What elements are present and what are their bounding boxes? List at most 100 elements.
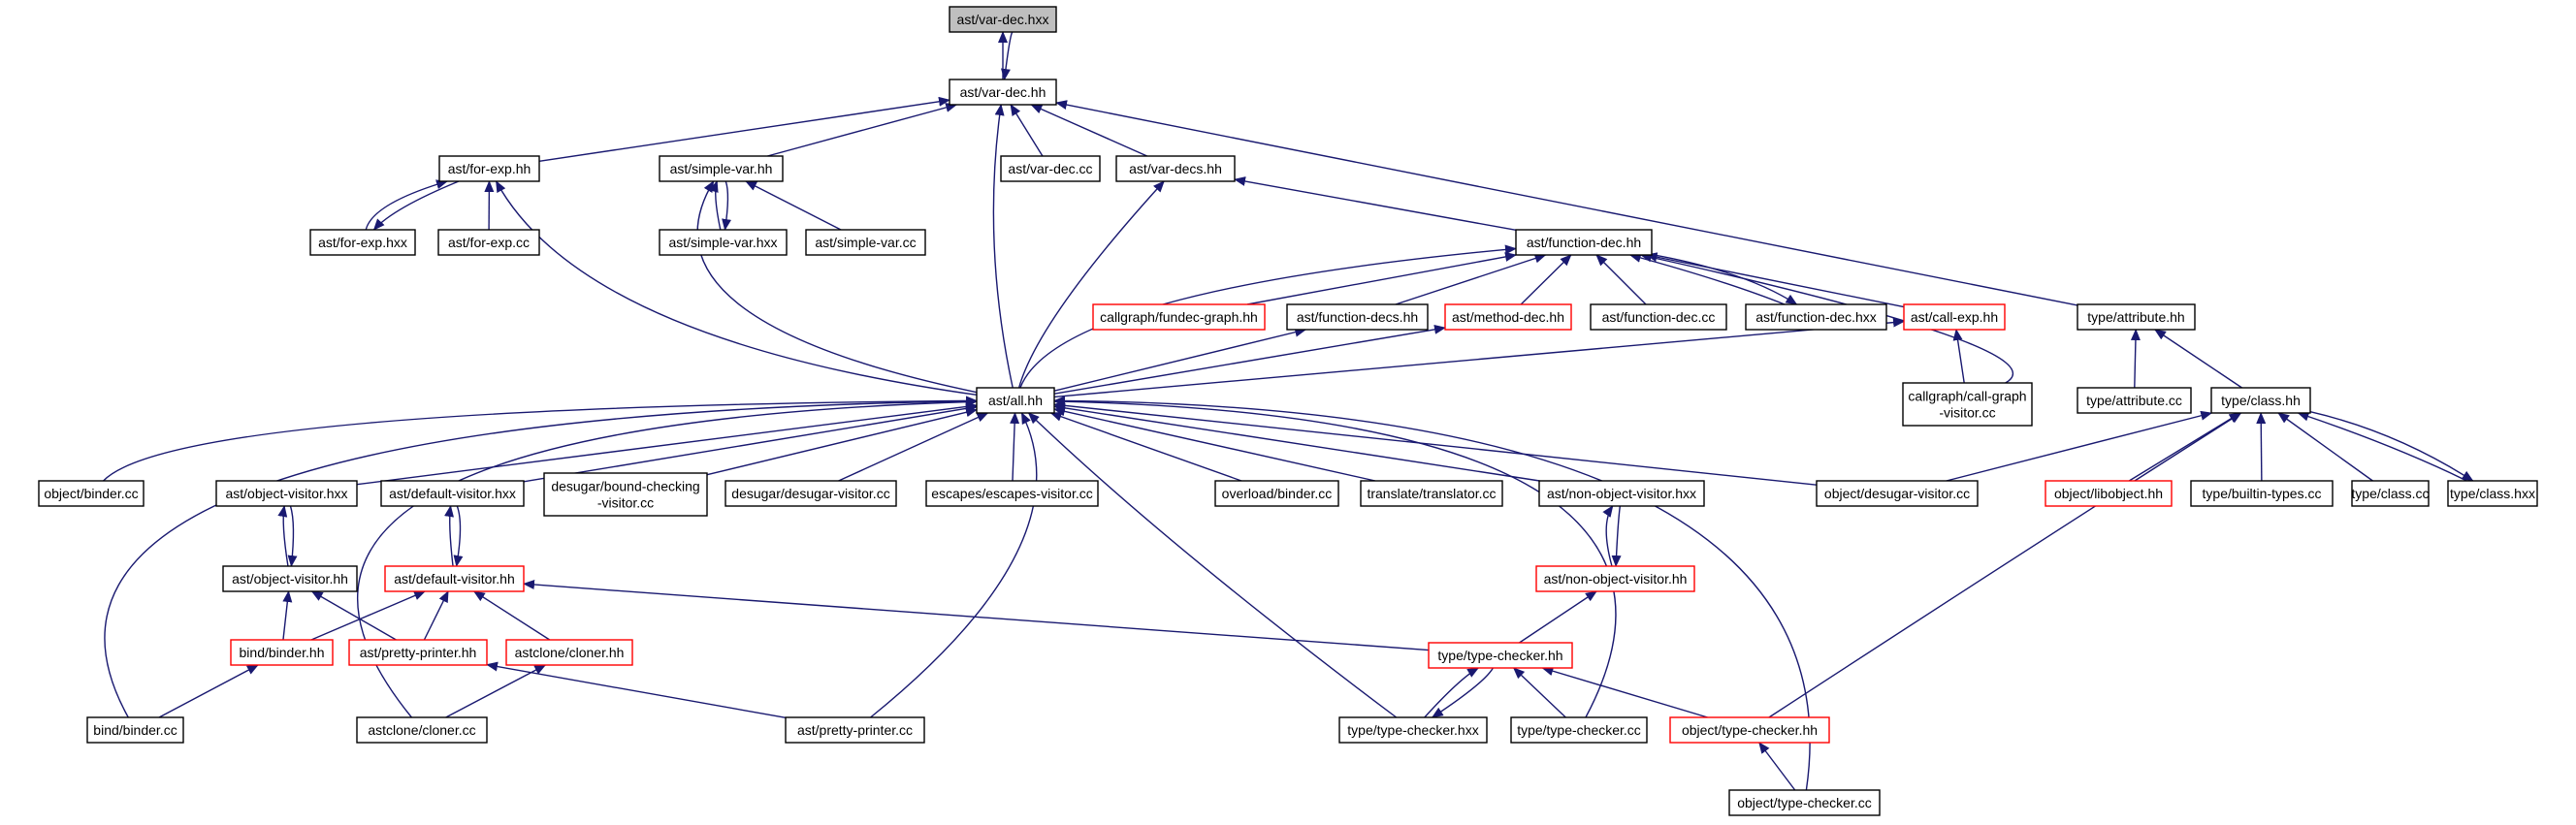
file-node-box[interactable] — [356, 716, 488, 744]
file-node[interactable]: ast/var-dec.hxx — [949, 6, 1057, 33]
file-node[interactable]: overload/binder.cc — [1214, 480, 1339, 507]
file-node[interactable]: ast/function-dec.hxx — [1745, 303, 1887, 331]
file-node[interactable]: ast/all.hh — [976, 387, 1055, 414]
file-node-box[interactable] — [2077, 303, 2196, 331]
file-node-box[interactable] — [1360, 480, 1503, 507]
file-node-box[interactable] — [1092, 303, 1266, 331]
file-node-box[interactable] — [785, 716, 925, 744]
file-node[interactable]: callgraph/fundec-graph.hh — [1092, 303, 1266, 331]
file-node-box[interactable] — [976, 387, 1055, 414]
file-node[interactable]: type/attribute.hh — [2077, 303, 2196, 331]
file-node[interactable]: ast/function-decs.hh — [1286, 303, 1429, 331]
file-node-box[interactable] — [1214, 480, 1339, 507]
file-node-box[interactable] — [805, 229, 926, 256]
file-node-box[interactable] — [659, 229, 788, 256]
file-node[interactable]: ast/pretty-printer.cc — [785, 716, 925, 744]
file-node-box[interactable] — [949, 79, 1057, 106]
file-node[interactable]: desugar/bound-checking-visitor.cc — [543, 472, 708, 517]
file-node-box[interactable] — [348, 639, 488, 666]
file-node-box[interactable] — [2190, 480, 2334, 507]
file-node-box[interactable] — [1510, 716, 1648, 744]
file-node[interactable]: ast/default-visitor.hxx — [380, 480, 525, 507]
file-node-box[interactable] — [1444, 303, 1572, 331]
file-node-box[interactable] — [1745, 303, 1887, 331]
file-node-box[interactable] — [215, 480, 358, 507]
file-node-box[interactable] — [2447, 480, 2538, 507]
file-node[interactable]: ast/object-visitor.hh — [222, 565, 358, 592]
file-node[interactable]: escapes/escapes-visitor.cc — [925, 480, 1099, 507]
file-node-box[interactable] — [309, 229, 416, 256]
file-node-box[interactable] — [1286, 303, 1429, 331]
file-node[interactable]: ast/method-dec.hh — [1444, 303, 1572, 331]
file-node[interactable]: ast/default-visitor.hh — [384, 565, 525, 592]
file-node-box[interactable] — [2077, 387, 2192, 414]
file-node[interactable]: callgraph/call-graph-visitor.cc — [1902, 382, 2033, 427]
file-node[interactable]: type/type-checker.hh — [1428, 642, 1573, 669]
file-node-box[interactable] — [949, 6, 1057, 33]
file-node[interactable]: object/type-checker.cc — [1728, 789, 1881, 816]
file-node[interactable]: ast/for-exp.hxx — [309, 229, 416, 256]
file-node[interactable]: object/desugar-visitor.cc — [1816, 480, 1979, 507]
file-node-box[interactable] — [1115, 155, 1236, 182]
file-node-box[interactable] — [86, 716, 184, 744]
file-node[interactable]: type/class.hh — [2210, 387, 2311, 414]
file-node-box[interactable] — [1535, 565, 1695, 592]
file-node-box[interactable] — [384, 565, 525, 592]
file-node-box[interactable] — [38, 480, 145, 507]
file-node[interactable]: type/class.cc — [2351, 480, 2430, 507]
file-node[interactable]: bind/binder.cc — [86, 716, 184, 744]
file-node-box[interactable] — [2045, 480, 2173, 507]
file-node-box[interactable] — [380, 480, 525, 507]
file-node[interactable]: type/builtin-types.cc — [2190, 480, 2334, 507]
file-node[interactable]: ast/pretty-printer.hh — [348, 639, 488, 666]
file-node[interactable]: ast/non-object-visitor.hh — [1535, 565, 1695, 592]
file-node[interactable]: desugar/desugar-visitor.cc — [724, 480, 897, 507]
file-node[interactable]: ast/function-dec.cc — [1590, 303, 1727, 331]
file-node-box[interactable] — [438, 155, 540, 182]
file-node[interactable]: ast/simple-var.hxx — [659, 229, 788, 256]
file-node-box[interactable] — [1338, 716, 1488, 744]
file-node-box[interactable] — [2351, 480, 2430, 507]
file-node[interactable]: type/attribute.cc — [2077, 387, 2192, 414]
file-node-box[interactable] — [543, 472, 708, 517]
file-node[interactable]: type/class.hxx — [2447, 480, 2538, 507]
file-node-box[interactable] — [659, 155, 784, 182]
file-node-box[interactable] — [1590, 303, 1727, 331]
file-node-box[interactable] — [1902, 382, 2033, 427]
file-node-box[interactable] — [1538, 480, 1705, 507]
file-node[interactable]: ast/for-exp.hh — [438, 155, 540, 182]
file-node[interactable]: ast/simple-var.cc — [805, 229, 926, 256]
file-node-box[interactable] — [1903, 303, 2006, 331]
file-node-box[interactable] — [2210, 387, 2311, 414]
file-node-box[interactable] — [1728, 789, 1881, 816]
file-node[interactable]: object/binder.cc — [38, 480, 145, 507]
file-node[interactable]: ast/var-dec.hh — [949, 79, 1057, 106]
file-node[interactable]: bind/binder.hh — [230, 639, 334, 666]
file-node[interactable]: ast/var-decs.hh — [1115, 155, 1236, 182]
file-node-box[interactable] — [437, 229, 540, 256]
file-node-box[interactable] — [1515, 229, 1653, 256]
file-node[interactable]: ast/function-dec.hh — [1515, 229, 1653, 256]
file-node-box[interactable] — [1669, 716, 1830, 744]
file-node[interactable]: ast/var-dec.cc — [1000, 155, 1101, 182]
file-node-box[interactable] — [1000, 155, 1101, 182]
file-node[interactable]: ast/non-object-visitor.hxx — [1538, 480, 1705, 507]
file-node[interactable]: ast/object-visitor.hxx — [215, 480, 358, 507]
file-node[interactable]: type/type-checker.hxx — [1338, 716, 1488, 744]
file-node[interactable]: astclone/cloner.cc — [356, 716, 488, 744]
file-node[interactable]: ast/call-exp.hh — [1903, 303, 2006, 331]
file-node[interactable]: ast/for-exp.cc — [437, 229, 540, 256]
file-node-box[interactable] — [1428, 642, 1573, 669]
file-node-box[interactable] — [1816, 480, 1979, 507]
file-node-box[interactable] — [505, 639, 633, 666]
file-node-box[interactable] — [724, 480, 897, 507]
file-node-box[interactable] — [230, 639, 334, 666]
file-node[interactable]: object/type-checker.hh — [1669, 716, 1830, 744]
file-node-box[interactable] — [925, 480, 1099, 507]
file-node[interactable]: astclone/cloner.hh — [505, 639, 633, 666]
file-node[interactable]: object/libobject.hh — [2045, 480, 2173, 507]
file-node[interactable]: ast/simple-var.hh — [659, 155, 784, 182]
file-node-box[interactable] — [222, 565, 358, 592]
file-node[interactable]: translate/translator.cc — [1360, 480, 1503, 507]
file-node[interactable]: type/type-checker.cc — [1510, 716, 1648, 744]
